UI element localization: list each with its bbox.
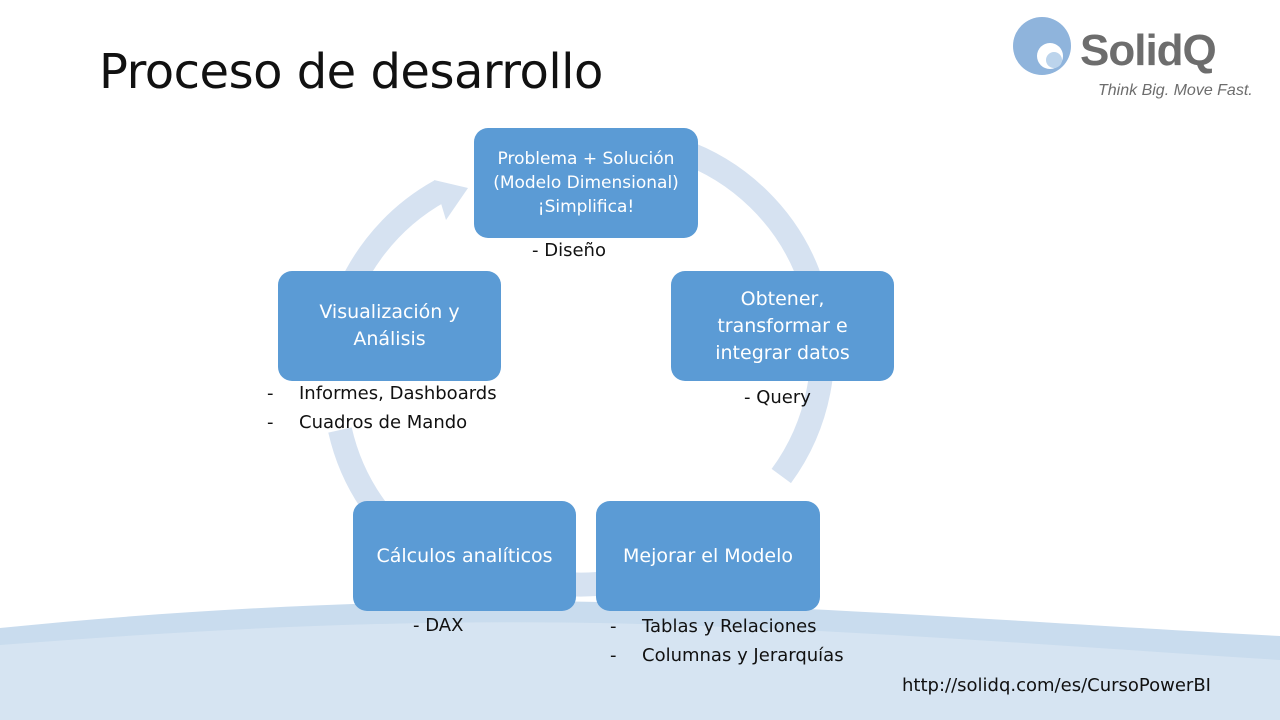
step-note-diseno: - Diseño	[532, 240, 606, 261]
list-item: -Informes, Dashboards	[267, 383, 497, 404]
step-line: Cálculos analíticos	[376, 544, 553, 567]
step-box-problem-solution: Problema + Solución (Modelo Dimensional)…	[474, 128, 698, 238]
step-line: Análisis	[353, 328, 426, 350]
step-box-calculos: Cálculos analíticos	[353, 501, 576, 611]
solidq-logo: SolidQ Think Big. Move Fast.	[1010, 16, 1270, 106]
course-url: http://solidq.com/es/CursoPowerBI	[902, 675, 1211, 696]
step-box-visualizacion: Visualización y Análisis	[278, 271, 501, 381]
step-notes-visualizacion: -Informes, Dashboards -Cuadros de Mando	[267, 379, 497, 437]
step-line: ¡Simplifica!	[537, 197, 635, 217]
logo-tagline: Think Big. Move Fast.	[1098, 82, 1253, 99]
ring-arrowhead-icon	[434, 180, 468, 220]
step-line: (Modelo Dimensional)	[493, 173, 679, 193]
step-line: Visualización y	[319, 301, 460, 323]
step-line: transformar e	[717, 314, 848, 337]
list-item: -Cuadros de Mando	[267, 412, 468, 433]
step-box-mejorar-modelo: Mejorar el Modelo	[596, 501, 820, 611]
step-note-dax: - DAX	[413, 615, 464, 636]
step-line: Mejorar el Modelo	[623, 544, 793, 567]
step-note-query: - Query	[744, 387, 811, 408]
logo-mark-icon	[1013, 17, 1071, 75]
step-line: Problema + Solución	[497, 149, 675, 169]
step-line: integrar datos	[715, 341, 850, 364]
list-item: -Columnas y Jerarquías	[610, 645, 844, 666]
list-item: -Tablas y Relaciones	[610, 616, 817, 637]
step-box-obtener-datos: Obtener, transformar e integrar datos	[671, 271, 894, 381]
wave-front	[0, 622, 1280, 720]
page-title: Proceso de desarrollo	[99, 44, 603, 100]
logo-wordmark: SolidQ	[1080, 26, 1217, 75]
step-line: Obtener,	[740, 287, 825, 310]
step-notes-mejorar-modelo: -Tablas y Relaciones -Columnas y Jerarqu…	[610, 612, 844, 670]
